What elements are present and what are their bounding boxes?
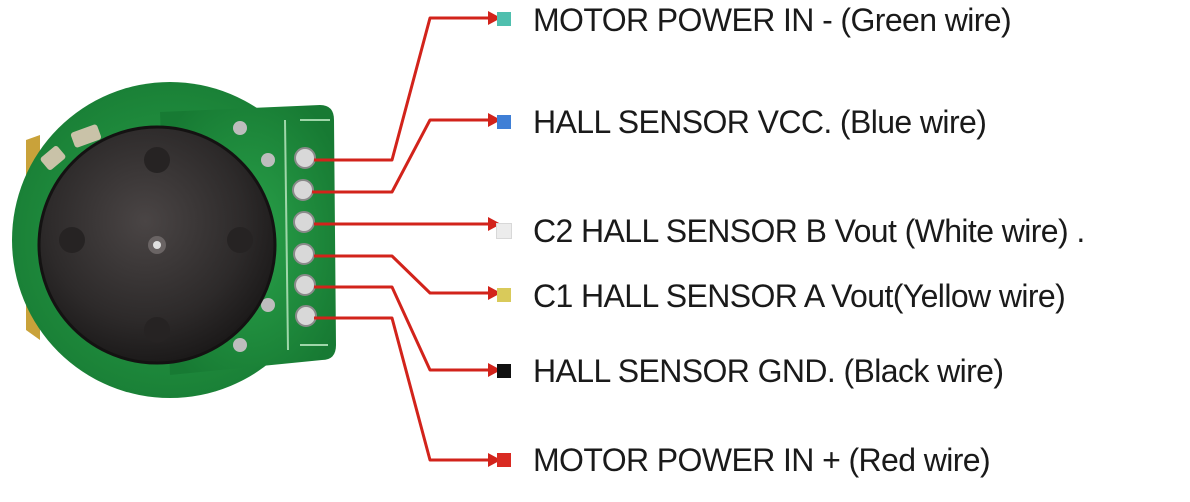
arrow-hall-vcc xyxy=(312,118,490,194)
arrow-motor-power-plus xyxy=(314,316,490,462)
arrow-motor-power-minus-head xyxy=(488,11,501,25)
label-hall-sensor-gnd: HALL SENSOR GND. (Black wire) xyxy=(533,353,1004,389)
arrow-motor-power-minus xyxy=(314,16,490,162)
label-c2-hall-sensor-b: C2 HALL SENSOR B Vout (White wire) . xyxy=(533,213,1085,249)
callout-arrows xyxy=(312,11,501,467)
black-wire-swatch xyxy=(497,364,511,378)
arrow-c1-hall-a xyxy=(314,254,490,295)
label-motor-power-in-plus: MOTOR POWER IN + (Red wire) xyxy=(533,442,991,478)
green-wire-swatch xyxy=(497,12,511,26)
blue-wire-swatch xyxy=(497,115,511,129)
label-c1-hall-sensor-a: C1 HALL SENSOR A Vout(Yellow wire) xyxy=(533,278,1066,314)
arrow-hall-vcc-head xyxy=(488,113,501,127)
white-wire-swatch xyxy=(496,223,512,239)
arrow-hall-gnd-head xyxy=(488,363,501,377)
motor-body xyxy=(37,125,277,365)
label-hall-sensor-vcc: HALL SENSOR VCC. (Blue wire) xyxy=(533,104,987,140)
header-pins xyxy=(292,147,317,327)
label-motor-power-in-minus: MOTOR POWER IN - (Green wire) xyxy=(533,2,1012,38)
yellow-wire-swatch xyxy=(497,288,511,302)
arrow-c1-hall-a-head xyxy=(488,286,501,300)
arrow-c2-hall-b-head xyxy=(488,217,501,231)
arrow-motor-power-plus-head xyxy=(488,453,501,467)
red-wire-swatch xyxy=(497,453,511,467)
arrow-hall-gnd xyxy=(314,285,490,372)
